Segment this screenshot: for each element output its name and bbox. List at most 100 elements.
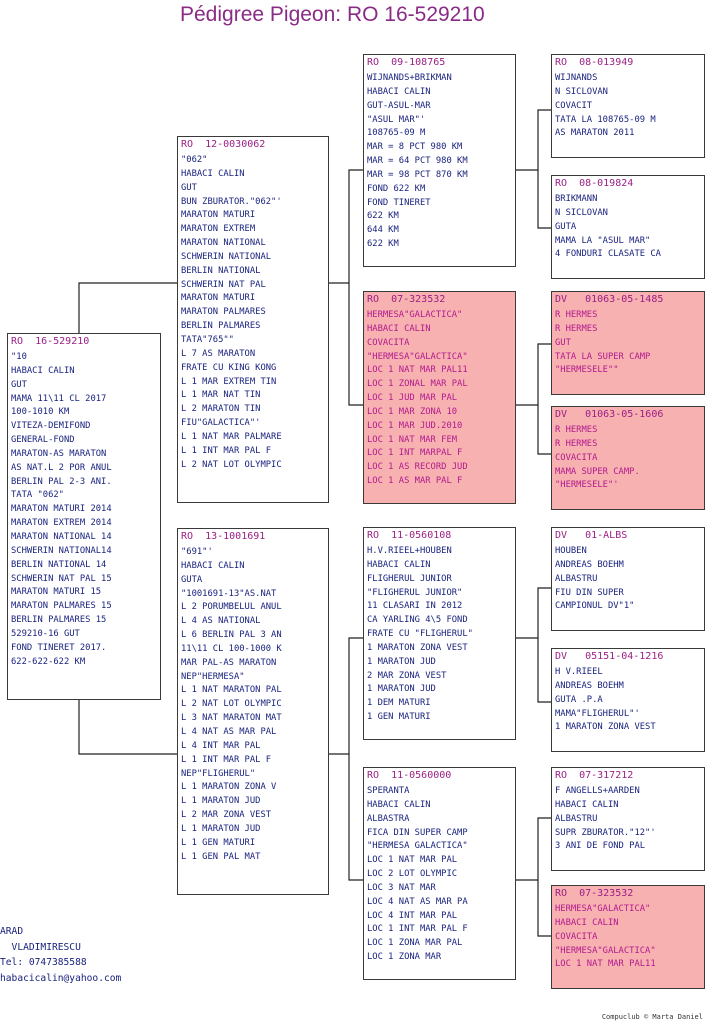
detail-line: 11 CLASARI IN 2012	[367, 601, 463, 612]
detail-line: MARATON-AS MARATON	[11, 448, 107, 459]
ring-number: RO 16-529210	[11, 336, 90, 347]
detail-line: HERMESA"GALACTICA"	[555, 904, 651, 914]
detail-line: "HERMESA"GALACTICA"	[367, 351, 468, 362]
ring-number: DV 01063-05-1485	[555, 294, 664, 305]
detail-line: FOND TINERET	[367, 197, 431, 208]
detail-line: R HERMES	[555, 425, 598, 435]
detail-line: LOC 1 AS RECORD JUD	[367, 462, 468, 473]
detail-line: 3 ANI DE FOND PAL	[555, 841, 646, 852]
detail-line: R HERMES	[555, 438, 598, 449]
detail-line: MAMA LA "ASUL MAR"	[555, 235, 651, 246]
detail-line: MARATON EXTREM	[181, 224, 256, 235]
detail-line: LOC 1 INT MARPAL F	[367, 448, 463, 459]
ring-number: DV 05151-04-1216	[555, 651, 664, 662]
detail-line: LOC 1 ZONA MAR PAL	[367, 938, 463, 949]
detail-line: L 2 NAT LOT OLYMPIC	[181, 459, 282, 470]
detail-line: L 3 NAT MARATON MAT	[181, 713, 282, 724]
detail-line: SPERANTA	[367, 786, 410, 796]
detail-line: TATA LA SUPER CAMP	[555, 351, 651, 362]
detail-line: MAR = 64 PCT 980 KM	[367, 156, 468, 167]
ring-number: DV 01063-05-1606	[555, 409, 664, 420]
detail-line: COVACITA	[367, 337, 410, 348]
detail-line: L 2 MAR ZONA VEST	[181, 810, 272, 821]
detail-line: SUPR ZBURATOR."12"'	[555, 827, 656, 838]
detail-line: 11\11 CL 100-1000 K	[181, 643, 282, 654]
detail-line: "HERMESELE""	[555, 365, 619, 376]
contact-town: VLADIMIRESCU	[0, 941, 81, 953]
detail-line: TATA LA 108765-09 M	[555, 114, 656, 125]
detail-line: L 2 PORUMBELUL ANUL	[181, 602, 282, 613]
detail-line: 529210-16 GUT	[11, 628, 80, 639]
detail-line: MARATON PALMARES 15	[11, 601, 112, 612]
detail-line: GENERAL-FOND	[11, 435, 75, 446]
detail-line: CA YARLING 4\5 FOND	[367, 615, 468, 626]
detail-line: LOC 1 NAT MAR PAL	[367, 855, 458, 866]
detail-line: MAR = 98 PCT 870 KM	[367, 169, 468, 180]
detail-line: AS NAT.L 2 POR ANUL	[11, 462, 112, 473]
detail-line: MARATON MATURI 15	[11, 587, 102, 598]
detail-line: FLIGHERUL JUNIOR	[367, 573, 452, 584]
detail-line: HERMESA"GALACTICA"	[367, 310, 463, 320]
detail-line: SCHWERIN NAT PAL 15	[11, 573, 112, 584]
pedigree-card-sire-sire: RO 09-108765 WIJNANDS+BRIKMAN HABACI CALI…	[363, 54, 516, 267]
detail-line: ALBASTRU	[555, 813, 598, 824]
detail-line: 1 MARATON ZONA VEST	[367, 642, 468, 653]
contact-phone: Tel: 0747385588	[0, 957, 87, 968]
detail-line: LOC 1 INT MAR PAL F	[367, 924, 468, 935]
detail-line: HABACI CALIN	[367, 323, 431, 334]
detail-line: 100-1010 KM	[11, 407, 70, 418]
detail-line: LOC 1 MAR ZONA 10	[367, 406, 458, 417]
detail-line: GUTA	[181, 574, 203, 585]
ring-number: DV 01-ALBS	[555, 530, 628, 541]
ring-number: RO 07-317212	[555, 770, 634, 781]
detail-line: GUTA	[555, 221, 577, 232]
detail-line: GUTA .P.A	[555, 694, 603, 705]
detail-line: SCHWERIN NAT PAL	[181, 279, 266, 290]
detail-line: H.V.RIEEL+HOUBEN	[367, 546, 452, 556]
detail-line: L 1 MAR EXTREM TIN	[181, 376, 277, 387]
detail-line: L 1 INT MAR PAL F	[181, 754, 272, 765]
detail-line: VITEZA-DEMIFOND	[11, 421, 91, 432]
ring-number: RO 08-013949	[555, 57, 634, 68]
ring-number: RO 07-323532	[555, 888, 634, 899]
detail-line: "ASUL MAR"'	[367, 114, 426, 125]
detail-line: 2 MAR ZONA VEST	[367, 670, 447, 681]
detail-line: L 1 NAT MAR PALMARE	[181, 431, 282, 442]
detail-line: L 2 MARATON TIN	[181, 404, 261, 415]
detail-line: "691"'	[181, 547, 213, 557]
detail-line: ANDREAS BOEHM	[555, 680, 624, 691]
detail-line: H V.RIEEL	[555, 667, 603, 677]
detail-line: LOC 1 JUD MAR PAL	[367, 393, 458, 404]
detail-line: BERLIN PALMARES	[181, 321, 261, 332]
detail-line: L 1 GEN PAL MAT	[181, 851, 261, 862]
detail-line: ALBASTRU	[555, 573, 598, 584]
detail-line: 1 MARATON JUD	[367, 684, 436, 695]
detail-line: TATA "062"	[11, 490, 64, 501]
detail-line: "062"	[181, 155, 208, 165]
detail-line: GUT	[555, 337, 571, 348]
ring-number: RO 09-108765	[367, 57, 446, 68]
detail-line: HABACI CALIN	[367, 86, 431, 97]
detail-line: WIJNANDS+BRIKMAN	[367, 73, 452, 83]
detail-line: 1 MARATON ZONA VEST	[555, 722, 656, 733]
detail-line: LOC 1 ZONAL MAR PAL	[367, 379, 468, 390]
detail-line: FOND TINERET 2017.	[11, 642, 107, 653]
detail-line: L 6 BERLIN PAL 3 AN	[181, 630, 282, 641]
detail-line: FICA DIN SUPER CAMP	[367, 827, 468, 838]
contact-email[interactable]: habacicalin@yahoo.com	[0, 972, 122, 984]
detail-line: MAMA SUPER CAMP.	[555, 466, 640, 477]
